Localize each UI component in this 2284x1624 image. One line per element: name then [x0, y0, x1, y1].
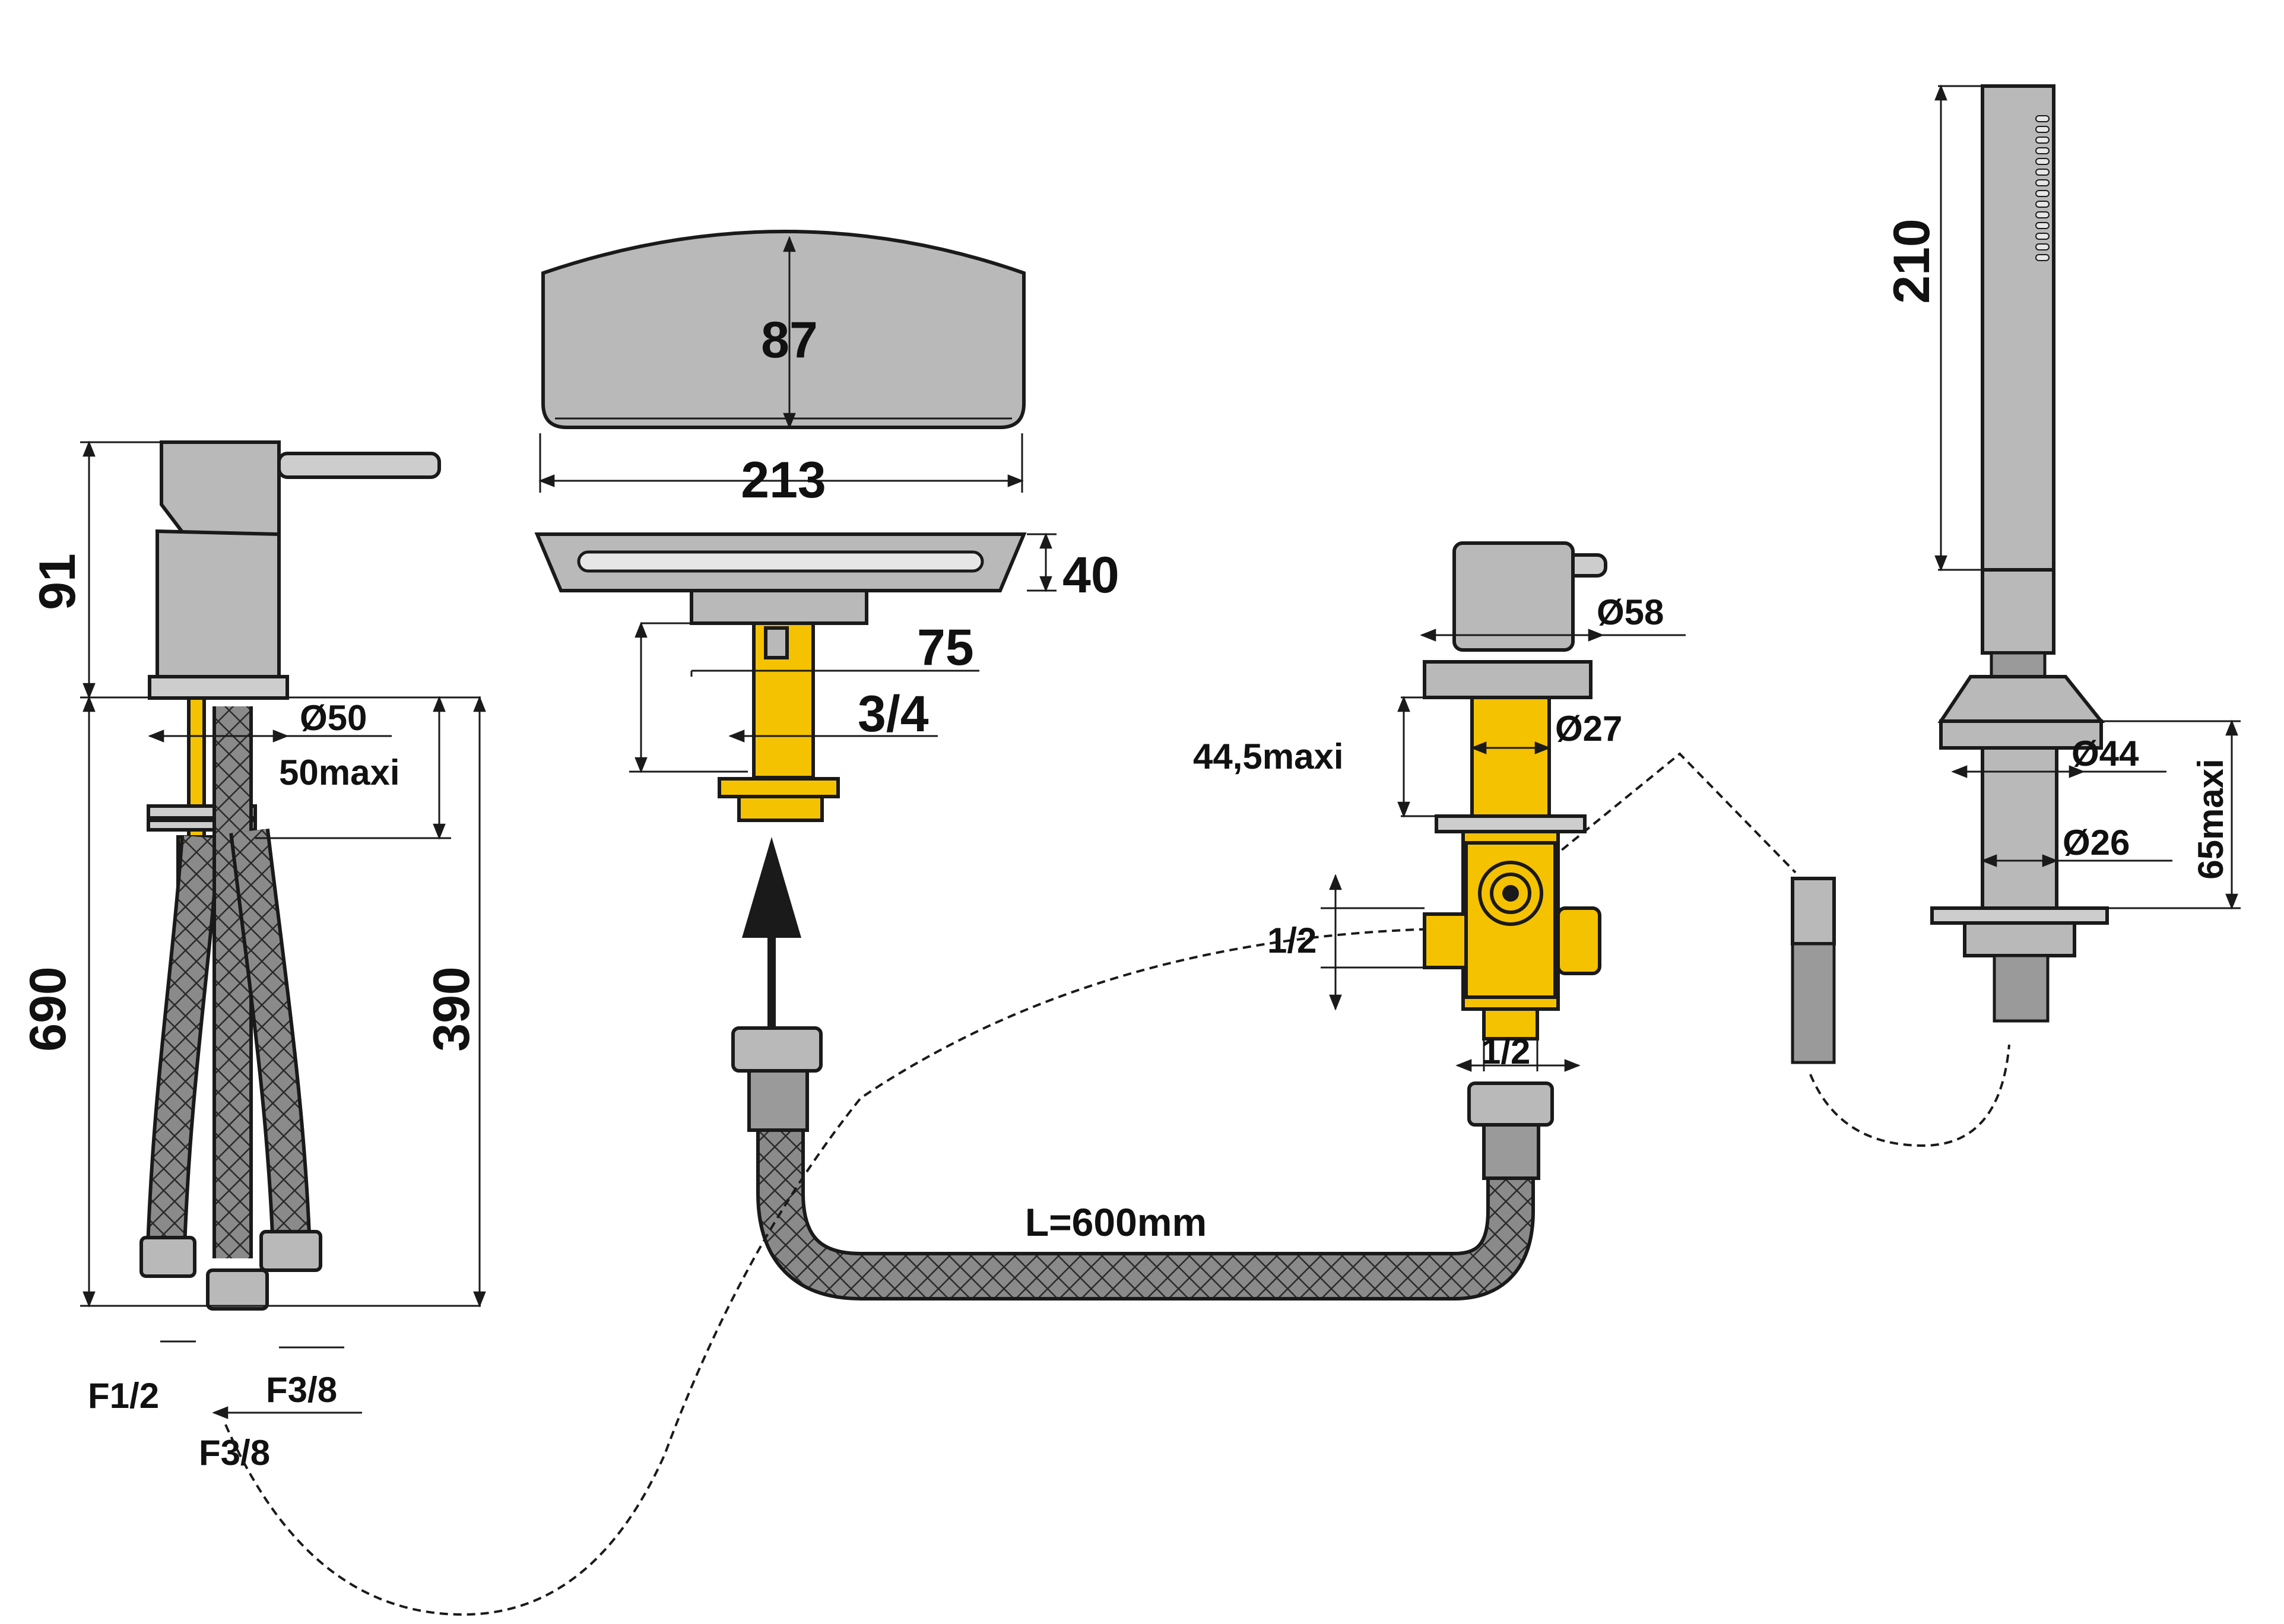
- diverter-assembly: Ø58 Ø27 44,5maxi 1/2 1/2: [1193, 541, 1686, 1072]
- mixer-assembly: 91 690 390 Ø50 50maxi F1/2 F3/8 F3/8: [20, 440, 486, 1473]
- diverter-cap: [1452, 541, 1575, 652]
- mixer-deck-thickness-label: 50maxi: [279, 753, 400, 792]
- mixer-depth-hoses-label: 390: [423, 966, 480, 1052]
- hose-length-label: L=600mm: [1025, 1200, 1207, 1244]
- diverter-body-diameter-label: Ø27: [1555, 709, 1622, 748]
- hose-nut-right: [1467, 1081, 1554, 1127]
- fitting-right: [259, 1230, 322, 1272]
- hose-braid: [760, 1098, 1531, 1297]
- routing-line-shower-hose: [1809, 1044, 2010, 1147]
- spout-base-block: [690, 589, 868, 625]
- diverter-port-center: [1502, 885, 1519, 902]
- spout-insert-arrow-head: [742, 837, 801, 938]
- diverter-washer: [1435, 814, 1587, 833]
- diverter-outlet-right: [1556, 906, 1601, 975]
- shower-holder-washer: [1930, 906, 2109, 925]
- mixer-head: [160, 440, 281, 536]
- hand-shower-assembly: 210 Ø44 Ø26 65maxi: [1791, 84, 2241, 1064]
- fitting-mid: [206, 1268, 269, 1311]
- shower-shank-diameter-label: Ø26: [2063, 823, 2130, 862]
- diverter-cap-diameter-label: Ø58: [1597, 592, 1664, 632]
- spout-nut: [718, 777, 840, 798]
- spout-height-label: 40: [1062, 547, 1119, 604]
- diverter-deck-thickness-label: 44,5maxi: [1193, 737, 1344, 776]
- mixer-base: [148, 675, 289, 700]
- hand-shower-neck: [1981, 568, 2055, 655]
- mixer-height-upper-label: 91: [29, 553, 86, 610]
- mixer-outlet-right-label: F3/8: [266, 1370, 337, 1410]
- hose-outline: [756, 1098, 1535, 1301]
- spout-assembly: 87 213 40 75 3/4: [534, 230, 1119, 1045]
- diverter-collar: [1423, 660, 1593, 699]
- spout-shank-label: 75: [917, 619, 974, 676]
- shower-deck-thickness-label: 65maxi: [2191, 759, 2231, 880]
- spout-thread-label: 3/4: [858, 686, 929, 743]
- mixer-base-diameter-label: Ø50: [300, 698, 367, 738]
- spout-width-label: 213: [741, 452, 826, 509]
- spout-shank-cap: [764, 626, 789, 659]
- mixer-outlet-hot-label: F1/2: [88, 1376, 159, 1416]
- mixer-height-total-label: 690: [20, 966, 77, 1052]
- mixer-body: [156, 529, 281, 678]
- shower-holder-diameter-label: Ø44: [2072, 734, 2139, 773]
- fitting-left: [139, 1236, 196, 1278]
- spout-depth-label: 87: [761, 312, 818, 369]
- diverter-inlet-bottom-label: 1/2: [1481, 1032, 1530, 1071]
- shower-holder-nut: [1963, 921, 2076, 957]
- diverter-inlet-side-label: 1/2: [1267, 921, 1317, 960]
- hose-crimp-right: [1482, 1123, 1540, 1180]
- shower-hose-nut: [1791, 877, 1836, 946]
- spout-slot: [577, 550, 984, 573]
- hand-shower-thread: [1990, 651, 2047, 678]
- diverter-shank: [1470, 696, 1551, 818]
- hose-crimp-left: [747, 1069, 809, 1132]
- mixer-hose-left: [150, 835, 217, 1248]
- shower-holder-thread: [1993, 954, 2050, 1023]
- mixer-outlet-mid-label: F3/8: [199, 1433, 270, 1473]
- mixer-hose-right: [233, 829, 307, 1236]
- diverter-inlet-side: [1423, 912, 1468, 969]
- shower-holder-top: [1937, 675, 2105, 723]
- shower-hose-end: [1791, 942, 1836, 1064]
- shower-holder-ring: [1939, 719, 2103, 750]
- shower-length-label: 210: [1883, 218, 1940, 304]
- diverter-inlet-bottom: [1482, 1007, 1539, 1041]
- mixer-lever: [277, 452, 441, 479]
- connecting-hose: L=600mm: [731, 1026, 1554, 1301]
- hand-shower-nozzles: [2035, 115, 2050, 261]
- routing-line-mixer-to-diverter: [224, 928, 1437, 1616]
- hose-nut-left: [731, 1026, 823, 1073]
- spout-nut-lower: [737, 795, 824, 822]
- routing-line-diverter-to-shower: [1518, 752, 1797, 886]
